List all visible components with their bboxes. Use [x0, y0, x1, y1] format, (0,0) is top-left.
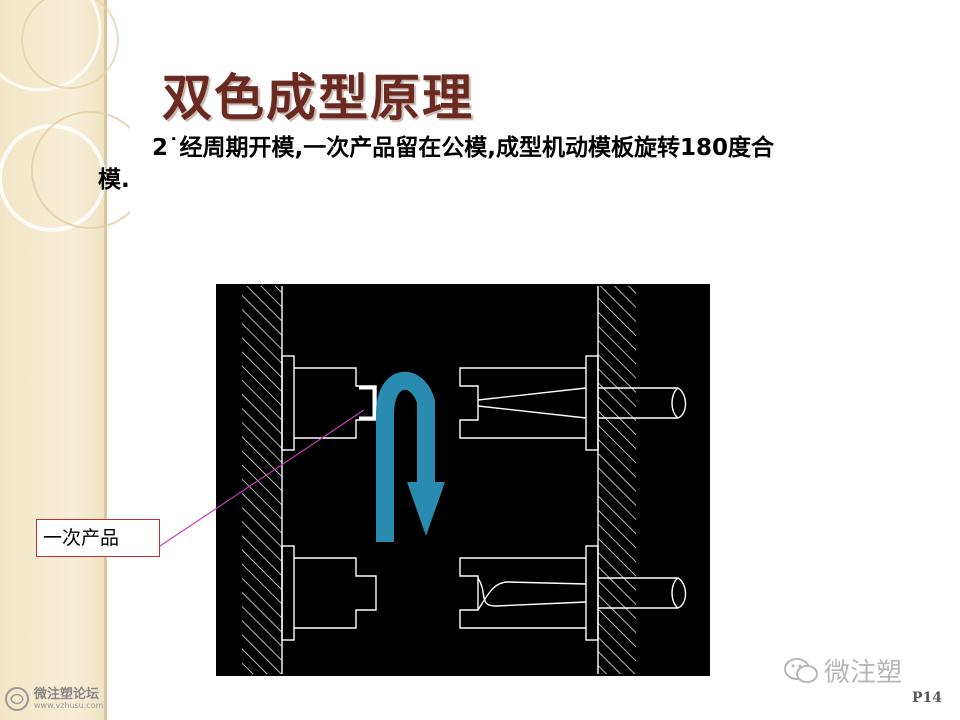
- forum-logo-icon: [5, 687, 29, 711]
- wechat-icon: [784, 657, 818, 683]
- forum-name: 微注塑论坛: [34, 687, 100, 702]
- decor-circles: [0, 0, 130, 232]
- mold-drawing: [242, 286, 687, 674]
- moving-platen-hatch: [598, 286, 636, 674]
- upper-moving-mold: [459, 355, 687, 451]
- left-decor-band-edge: [104, 0, 107, 720]
- upper-fixed-mold: [281, 355, 377, 451]
- forum-watermark: 微注塑论坛 www.vzhusu.com: [4, 686, 103, 712]
- lower-fixed-mold: [281, 545, 377, 641]
- mold-rotation-diagram: [216, 284, 710, 676]
- first-shot-product: [359, 386, 376, 420]
- fixed-platen-hatch: [242, 286, 282, 674]
- forum-url: www.vzhusu.com: [34, 701, 104, 710]
- body-text-line-2: 模.: [98, 167, 130, 193]
- slide-title: 双色成型原理: [162, 68, 474, 127]
- rotation-arrow-icon: [376, 371, 445, 542]
- body-text-line-1: 2˙经周期开模,一次产品留在公模,成型机动模板旋转180度合: [152, 135, 774, 161]
- wechat-watermark-text: 微注塑: [824, 658, 903, 688]
- wechat-watermark: 微注塑: [784, 652, 902, 689]
- left-decor-band: [0, 0, 106, 720]
- callout-first-shot-product: 一次产品: [36, 519, 160, 557]
- lower-moving-mold: [459, 545, 687, 641]
- page-number: P14: [912, 690, 943, 706]
